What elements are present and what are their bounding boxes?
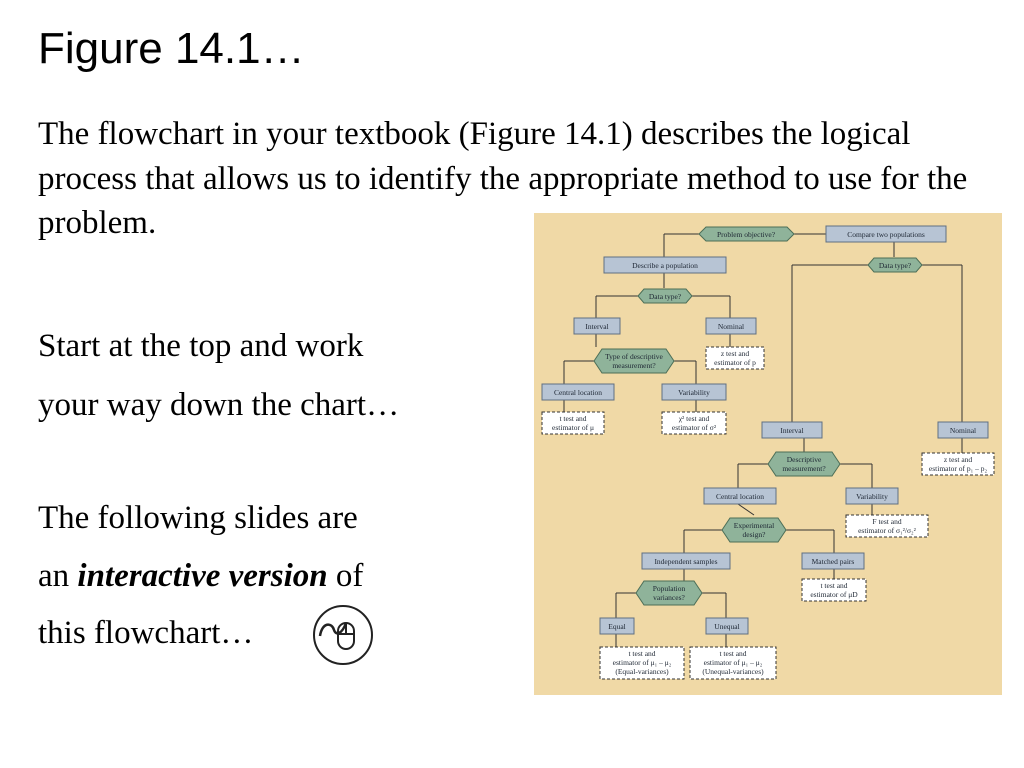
svg-text:z test and: z test and <box>721 349 750 358</box>
svg-text:estimator of μD: estimator of μD <box>810 590 858 599</box>
svg-text:t test and: t test and <box>559 414 586 423</box>
instruction-line-2: your way down the chart… <box>38 387 400 423</box>
independent-samples-box: Independent samples <box>641 552 731 570</box>
svg-text:F test and: F test and <box>872 517 901 526</box>
z-test-p-result: z test and estimator of p <box>705 346 765 370</box>
svg-text:Independent samples: Independent samples <box>654 557 717 566</box>
population-variances-decision: Population variances? <box>635 580 703 606</box>
central-location-box-left: Central location <box>541 383 615 401</box>
interval-box-right: Interval <box>761 421 823 439</box>
svg-text:variances?: variances? <box>653 593 685 602</box>
compare-two-populations-box: Compare two populations <box>825 225 947 243</box>
svg-text:Interval: Interval <box>780 426 803 435</box>
t-test-mu-d-result: t test and estimator of μD <box>801 578 867 602</box>
svg-text:Variability: Variability <box>678 388 710 397</box>
flowchart-figure: Problem objective? Compare two populatio… <box>534 213 1002 695</box>
svg-text:Nominal: Nominal <box>718 322 744 331</box>
f-test-result: F test and estimator of σ₁²/σ₂² <box>845 514 929 538</box>
svg-text:Equal: Equal <box>608 622 626 631</box>
variability-box-left: Variability <box>661 383 727 401</box>
variability-box-right: Variability <box>845 487 899 505</box>
svg-text:t test and: t test and <box>628 649 655 658</box>
t-test-unequal-variances-result: t test and estimator of μ₁ – μ₂ (Unequal… <box>689 646 777 680</box>
svg-text:z test and: z test and <box>944 455 973 464</box>
mouse-click-icon[interactable] <box>312 604 374 666</box>
svg-text:Data type?: Data type? <box>879 261 912 270</box>
type-of-descriptive-measurement-decision: Type of descriptive measurement? <box>593 348 675 374</box>
svg-text:estimator of p₁ – p₂: estimator of p₁ – p₂ <box>929 464 988 473</box>
svg-text:Nominal: Nominal <box>950 426 976 435</box>
equal-box: Equal <box>599 617 635 635</box>
data-type-decision-left: Data type? <box>637 288 693 304</box>
slide-title: Figure 14.1… <box>38 24 305 73</box>
nominal-box-right: Nominal <box>937 421 989 439</box>
svg-text:Descriptive: Descriptive <box>787 455 822 464</box>
chi-squared-test-result: χ² test and estimator of σ² <box>661 411 727 435</box>
experimental-design-decision: Experimental design? <box>721 517 787 543</box>
interactive-line-2-pre: an <box>38 558 78 594</box>
svg-text:(Equal-variances): (Equal-variances) <box>615 667 669 676</box>
svg-text:measurement?: measurement? <box>782 464 826 473</box>
z-test-p1-p2-result: z test and estimator of p₁ – p₂ <box>921 452 995 476</box>
describe-a-population-box: Describe a population <box>603 256 727 274</box>
svg-text:Central location: Central location <box>554 388 602 397</box>
interactive-line-1: The following slides are <box>38 500 358 536</box>
svg-text:Matched pairs: Matched pairs <box>812 557 855 566</box>
intro-paragraph: The flowchart in your textbook (Figure 1… <box>38 116 968 242</box>
svg-text:Variability: Variability <box>856 492 888 501</box>
svg-text:t test and: t test and <box>719 649 746 658</box>
interactive-line-2-post: of <box>327 558 364 594</box>
svg-text:t test and: t test and <box>820 581 847 590</box>
svg-text:estimator of μ₁ – μ₂: estimator of μ₁ – μ₂ <box>613 658 672 667</box>
svg-text:estimator of σ²: estimator of σ² <box>672 423 717 432</box>
central-location-box-right: Central location <box>703 487 777 505</box>
interval-box-left: Interval <box>573 317 621 335</box>
descriptive-measurement-decision: Descriptive measurement? <box>767 451 841 477</box>
nominal-box-left: Nominal <box>705 317 757 335</box>
svg-text:design?: design? <box>743 530 767 539</box>
t-test-mu-result: t test and estimator of μ <box>541 411 605 435</box>
interactive-line-3: this flowchart… <box>38 615 254 651</box>
interactive-line-2: an interactive version of <box>38 554 363 599</box>
svg-text:Data type?: Data type? <box>649 292 682 301</box>
data-type-decision-right: Data type? <box>867 257 923 273</box>
svg-text:estimator of μ: estimator of μ <box>552 423 594 432</box>
svg-text:Compare two populations: Compare two populations <box>847 230 925 239</box>
svg-text:estimator of μ₁ – μ₂: estimator of μ₁ – μ₂ <box>704 658 763 667</box>
svg-text:Central location: Central location <box>716 492 764 501</box>
instruction-line-1: Start at the top and work <box>38 328 364 364</box>
matched-pairs-box: Matched pairs <box>801 552 865 570</box>
svg-text:estimator of p: estimator of p <box>714 358 756 367</box>
svg-text:Type of descriptive: Type of descriptive <box>605 352 663 361</box>
svg-text:(Unequal-variances): (Unequal-variances) <box>702 667 764 676</box>
svg-text:measurement?: measurement? <box>612 361 656 370</box>
svg-text:χ² test and: χ² test and <box>679 414 710 423</box>
svg-text:Population: Population <box>653 584 686 593</box>
interactive-version-emphasis: interactive version <box>77 558 328 594</box>
svg-text:Describe a population: Describe a population <box>632 261 698 270</box>
svg-text:Unequal: Unequal <box>714 622 739 631</box>
unequal-box: Unequal <box>705 617 749 635</box>
svg-text:Interval: Interval <box>585 322 608 331</box>
problem-objective-decision: Problem objective? <box>698 226 795 242</box>
t-test-equal-variances-result: t test and estimator of μ₁ – μ₂ (Equal-v… <box>599 646 685 680</box>
svg-text:Experimental: Experimental <box>734 521 774 530</box>
svg-text:estimator of σ₁²/σ₂²: estimator of σ₁²/σ₂² <box>858 526 917 535</box>
svg-text:Problem objective?: Problem objective? <box>717 230 776 239</box>
